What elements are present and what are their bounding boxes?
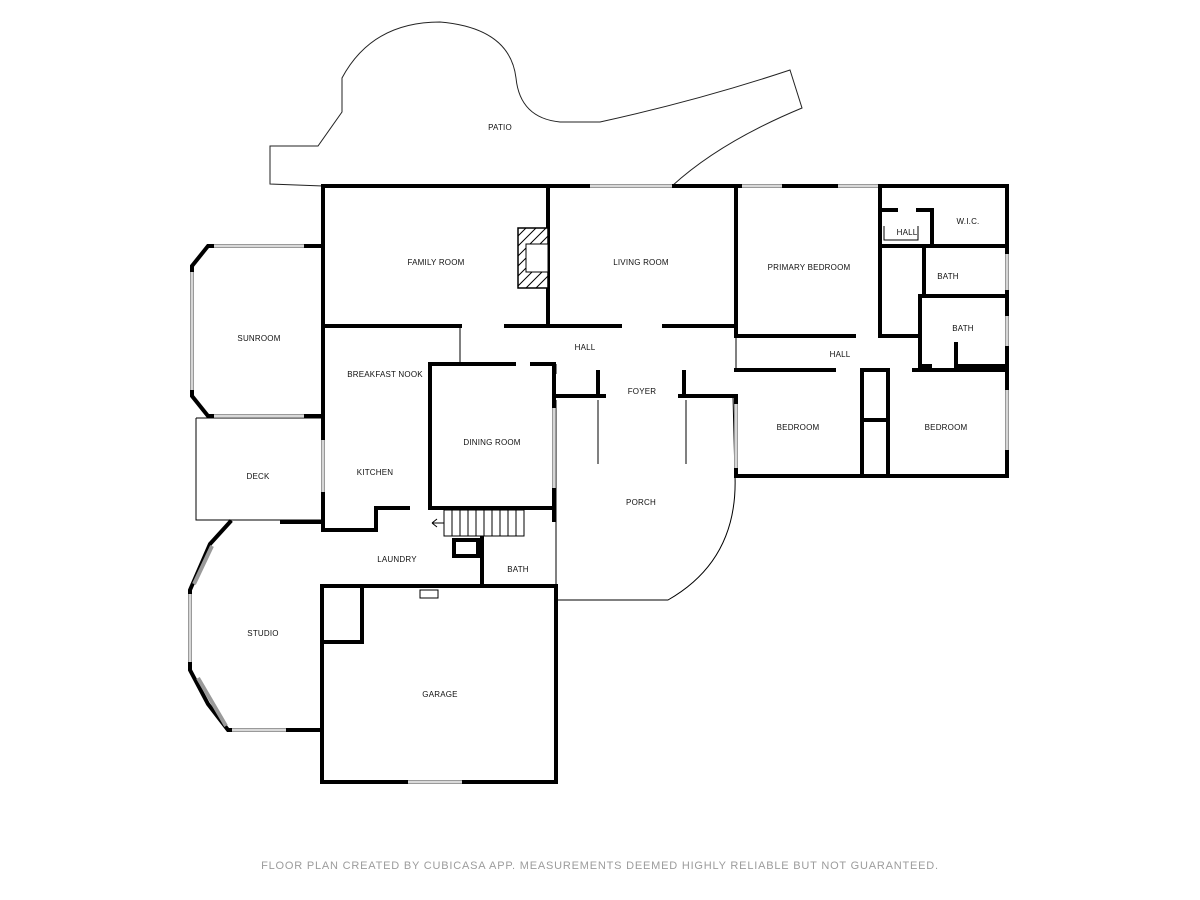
patio-outline bbox=[269, 21, 803, 187]
deck-outline bbox=[195, 417, 322, 521]
label-hall-top: HALL bbox=[897, 228, 918, 237]
label-bath-1: BATH bbox=[937, 272, 959, 281]
interior-walls bbox=[321, 184, 1009, 644]
label-dining-room: DINING ROOM bbox=[463, 438, 520, 447]
label-bedroom-1: BEDROOM bbox=[777, 423, 820, 432]
room-labels: PATIO FAMILY ROOM LIVING ROOM PRIMARY BE… bbox=[237, 123, 979, 699]
label-primary-bedroom: PRIMARY BEDROOM bbox=[768, 263, 851, 272]
label-bath-2: BATH bbox=[952, 324, 974, 333]
label-porch: PORCH bbox=[626, 498, 656, 507]
label-family-room: FAMILY ROOM bbox=[407, 258, 464, 267]
porch-outline bbox=[555, 395, 736, 601]
label-sunroom: SUNROOM bbox=[237, 334, 280, 343]
label-laundry: LAUNDRY bbox=[377, 555, 417, 564]
studio-walls bbox=[188, 519, 324, 732]
label-bedroom-2: BEDROOM bbox=[925, 423, 968, 432]
windows bbox=[188, 184, 1009, 784]
door-lines bbox=[419, 226, 919, 599]
label-hall-right: HALL bbox=[830, 350, 851, 359]
label-hall-center: HALL bbox=[575, 343, 596, 352]
label-breakfast-nook: BREAKFAST NOOK bbox=[347, 370, 423, 379]
label-garage: GARAGE bbox=[422, 690, 457, 699]
label-deck: DECK bbox=[246, 472, 269, 481]
label-wic: W.I.C. bbox=[957, 217, 980, 226]
fireplace bbox=[517, 227, 549, 289]
label-bath-3: BATH bbox=[507, 565, 529, 574]
label-patio: PATIO bbox=[488, 123, 512, 132]
footer-disclaimer: FLOOR PLAN CREATED BY CUBICASA APP. MEAS… bbox=[261, 860, 939, 872]
label-studio: STUDIO bbox=[247, 629, 278, 638]
label-living-room: LIVING ROOM bbox=[613, 258, 669, 267]
sunroom-walls bbox=[190, 244, 325, 418]
label-kitchen: KITCHEN bbox=[357, 468, 394, 477]
label-foyer: FOYER bbox=[628, 387, 657, 396]
stairs bbox=[431, 509, 525, 537]
